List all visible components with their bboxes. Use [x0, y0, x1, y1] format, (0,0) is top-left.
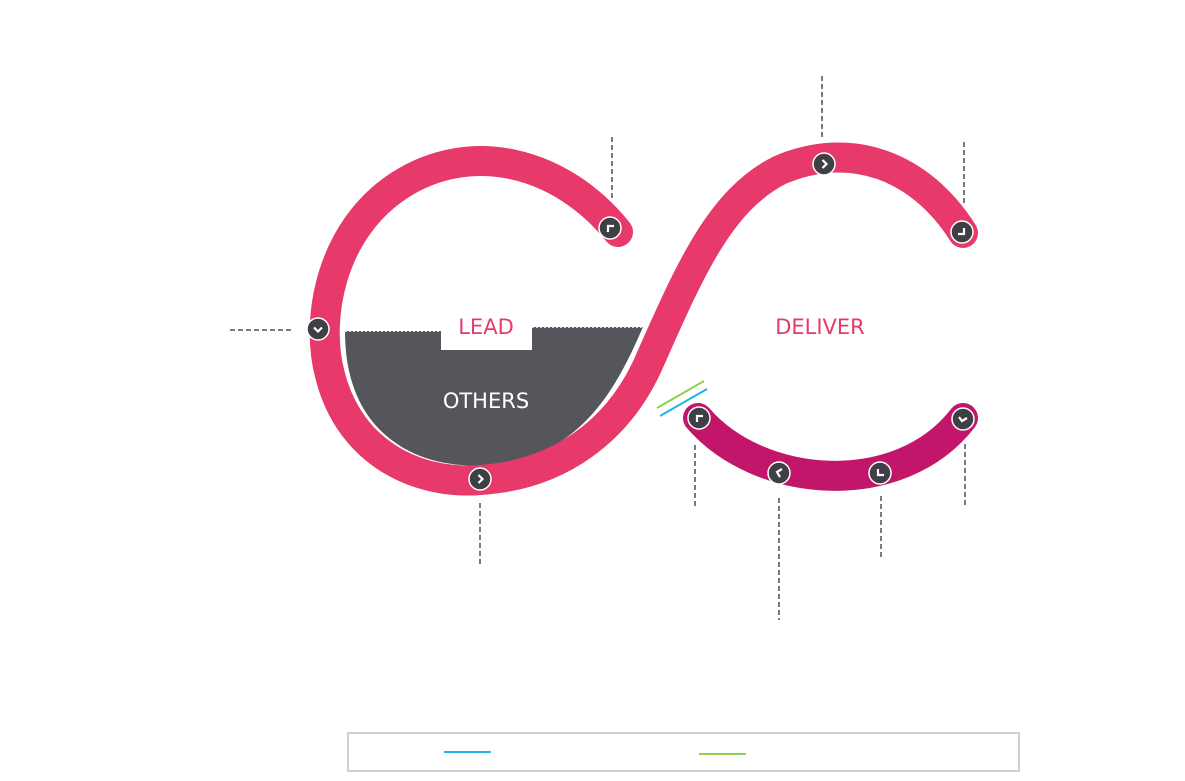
chevron-down-icon: [313, 326, 323, 334]
lower-feedback-arc: [683, 403, 978, 491]
leader-lines: [230, 76, 966, 620]
chevron-upleft-icon: [606, 224, 614, 232]
others-label: OTHERS: [443, 389, 529, 413]
break-mark-blue: [659, 388, 708, 417]
legend-swatch-green: [699, 753, 746, 755]
marker-lower-left-end[interactable]: [687, 406, 711, 430]
legend: [347, 732, 1020, 772]
chevron-right-icon: [821, 159, 829, 169]
chevron-left-icon: [775, 468, 783, 478]
chevron-downleft-icon: [876, 469, 884, 477]
legend-swatch-blue: [444, 751, 491, 753]
marker-deliver-top[interactable]: [812, 152, 836, 176]
chevron-down-icon: [958, 416, 968, 423]
marker-lead-bottom[interactable]: [468, 467, 492, 491]
marker-lead-left[interactable]: [306, 317, 330, 341]
lead-label: LEAD: [458, 315, 514, 339]
others-fill-region: [345, 327, 643, 466]
marker-lower-mid-right[interactable]: [868, 461, 892, 485]
break-mark-green: [656, 380, 705, 409]
marker-lower-mid-left[interactable]: [767, 461, 791, 485]
chevron-upleft-icon: [695, 414, 703, 422]
marker-deliver-end[interactable]: [950, 220, 974, 244]
deliver-label: DELIVER: [775, 315, 865, 339]
marker-lead-top-end[interactable]: [598, 216, 622, 240]
chevron-right-icon: [477, 474, 485, 484]
marker-lower-right-end[interactable]: [951, 407, 975, 431]
chevron-downright-icon: [958, 228, 966, 236]
